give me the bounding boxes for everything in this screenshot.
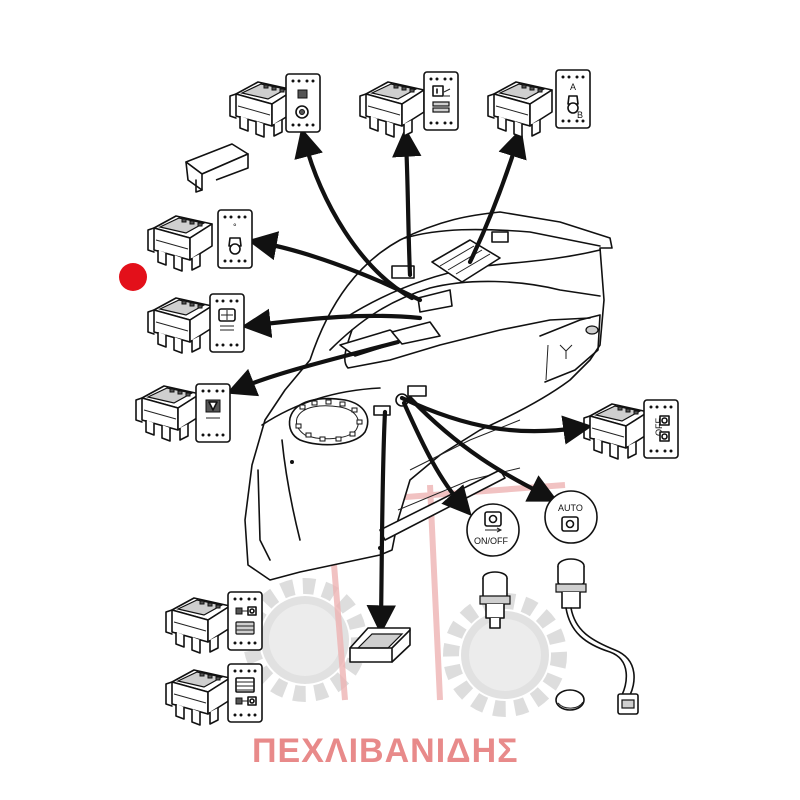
switch-top-left — [229, 81, 295, 138]
switch-bottom-2 — [165, 669, 231, 726]
switch-top-right — [487, 81, 553, 138]
blank-cover-cap — [185, 143, 249, 193]
legend-plate-left-3 — [195, 383, 231, 443]
legend-plate-top-right: A B — [555, 69, 591, 129]
legend-plate-left-1: ° — [217, 209, 253, 269]
switch-bottom-1 — [165, 597, 231, 654]
auto-button-legend: AUTO — [544, 490, 598, 544]
legend-plate-bottom-2 — [227, 663, 263, 723]
marking-off: OFF — [654, 418, 664, 436]
red-marker-dot — [119, 263, 147, 291]
arrow-to-top-center-switch — [392, 127, 422, 278]
switch-right — [583, 403, 649, 460]
legend-plate-top-left — [285, 73, 321, 133]
auto-button-with-harness — [555, 558, 639, 715]
cover-plate — [349, 627, 411, 663]
arrow-to-left-switch-2 — [241, 308, 423, 338]
arrow-to-left-switch-3 — [226, 339, 401, 397]
svg-text:°: ° — [233, 222, 237, 232]
legend-plate-right: OFF — [643, 399, 679, 459]
switch-left-1 — [147, 215, 213, 272]
switch-top-center — [359, 81, 425, 138]
marking-b-top: B — [577, 110, 583, 120]
rubber-grommet — [555, 689, 585, 711]
onoff-label: ON/OFF — [474, 536, 508, 546]
marking-a-top: A — [570, 82, 576, 92]
switch-left-3 — [135, 385, 201, 442]
arrow-to-top-right-switch — [467, 127, 527, 265]
legend-plate-top-center — [423, 71, 459, 131]
arrow-to-onoff-button — [401, 400, 472, 517]
push-button-body — [479, 571, 511, 629]
leader-arrows — [226, 127, 593, 635]
arrow-to-auto-button — [407, 395, 559, 502]
watermark-gear-right — [451, 601, 559, 709]
watermark-text: ΠΕΧΛΙΒΑΝΙΔΗΣ — [252, 732, 519, 770]
legend-plate-bottom-1 — [227, 591, 263, 651]
arrow-to-left-switch-1 — [247, 231, 423, 303]
switch-left-2 — [147, 297, 213, 354]
legend-plate-left-2 — [209, 293, 245, 353]
onoff-button-legend: ON/OFF — [466, 503, 520, 557]
arrow-to-cover-plate — [366, 409, 396, 635]
arrow-to-right-switch — [399, 395, 593, 445]
auto-label: AUTO — [558, 503, 583, 513]
